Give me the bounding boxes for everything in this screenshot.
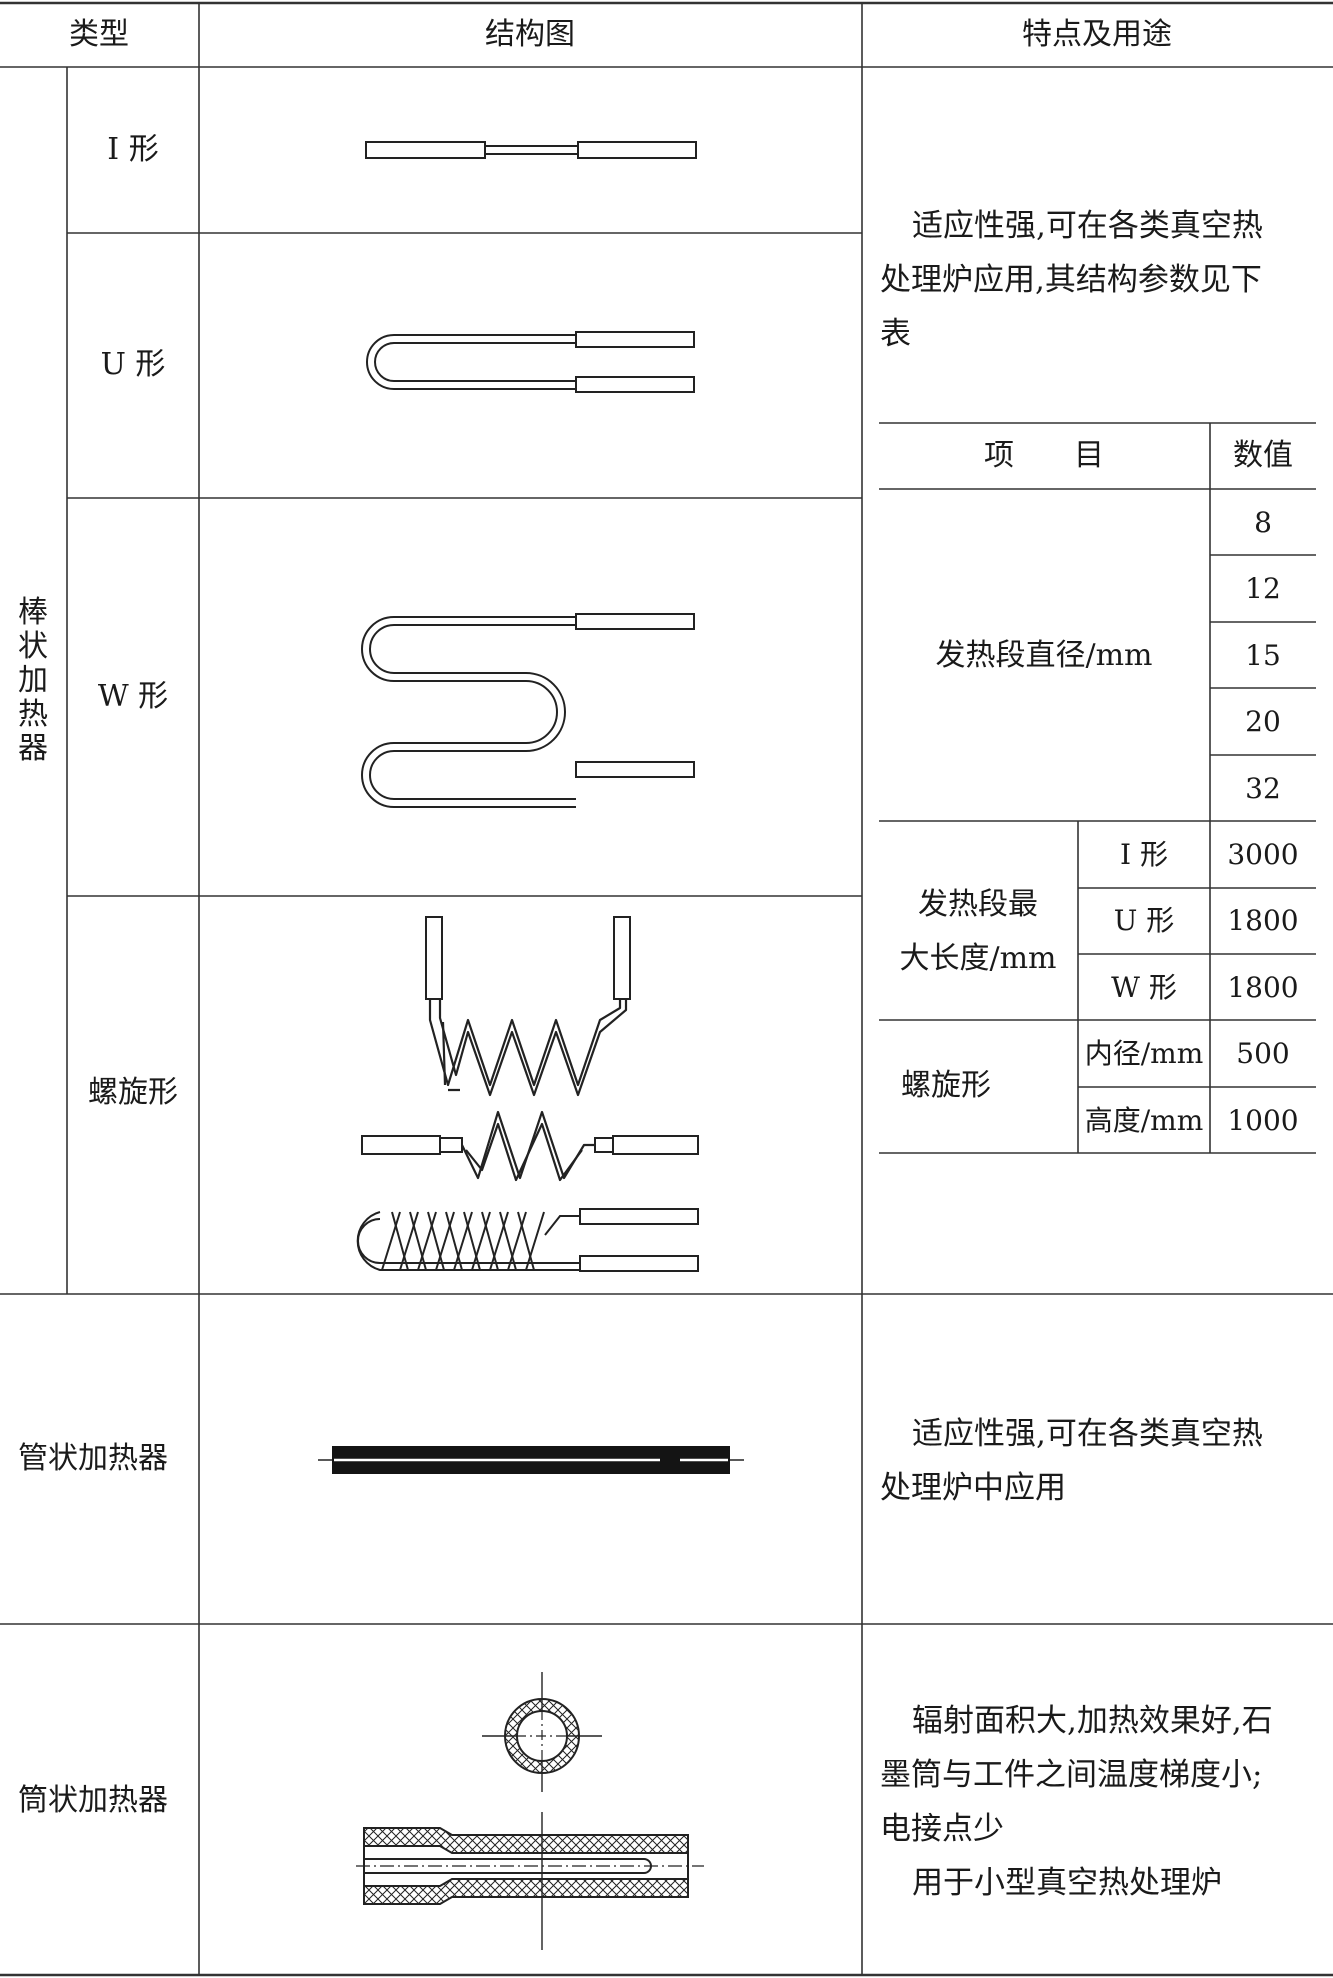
u-shape-label: U 形 — [100, 347, 166, 382]
max-length-value: 1800 — [1227, 904, 1299, 937]
diameter-value: 32 — [1245, 772, 1281, 805]
spiral-param-value: 1000 — [1227, 1104, 1299, 1137]
spiral-param-label: 螺旋形 — [901, 1068, 991, 1103]
max-length-value: 3000 — [1227, 838, 1299, 871]
param-head-item: 项 目 — [984, 438, 1104, 473]
diameter-value: 15 — [1245, 639, 1281, 672]
max-length-sub: I 形 — [1120, 838, 1168, 871]
cylinder-description: 辐射面积大,加热效果好,石 墨筒与工件之间温度梯度小; 电接点少 用于小型真空热… — [880, 1703, 1273, 1901]
diameter-value: 8 — [1254, 506, 1272, 539]
header-type: 类型 — [69, 17, 129, 52]
tube-heater-label: 管状加热器 — [18, 1441, 168, 1476]
cylinder-heater-label: 筒状加热器 — [18, 1783, 168, 1818]
max-length-value: 1800 — [1227, 971, 1299, 1004]
spiral-param-sub: 高度/mm — [1084, 1104, 1204, 1137]
max-length-sub: W 形 — [1111, 971, 1177, 1004]
header-features: 特点及用途 — [1022, 17, 1172, 52]
diameter-value: 12 — [1245, 572, 1281, 605]
header-diagram: 结构图 — [485, 17, 575, 52]
spiral-label: 螺旋形 — [88, 1075, 178, 1110]
i-shape-label: I 形 — [107, 132, 159, 167]
rod-heater-group-label: 棒状加热器 — [18, 595, 48, 766]
tube-description: 适应性强,可在各类真空热 处理炉中应用 — [880, 1416, 1263, 1506]
spiral-param-sub: 内径/mm — [1084, 1037, 1204, 1070]
diameter-label: 发热段直径/mm — [935, 638, 1153, 673]
w-shape-label: W 形 — [97, 679, 169, 714]
diameter-value: 20 — [1245, 705, 1281, 738]
rod-description: 适应性强,可在各类真空热 处理炉应用,其结构参数见下 表 — [880, 208, 1263, 352]
param-head-value: 数值 — [1233, 438, 1293, 473]
spiral-param-value: 500 — [1236, 1037, 1290, 1070]
max-length-sub: U 形 — [1113, 904, 1175, 937]
max-length-label: 发热段最 大长度/mm — [899, 887, 1057, 976]
